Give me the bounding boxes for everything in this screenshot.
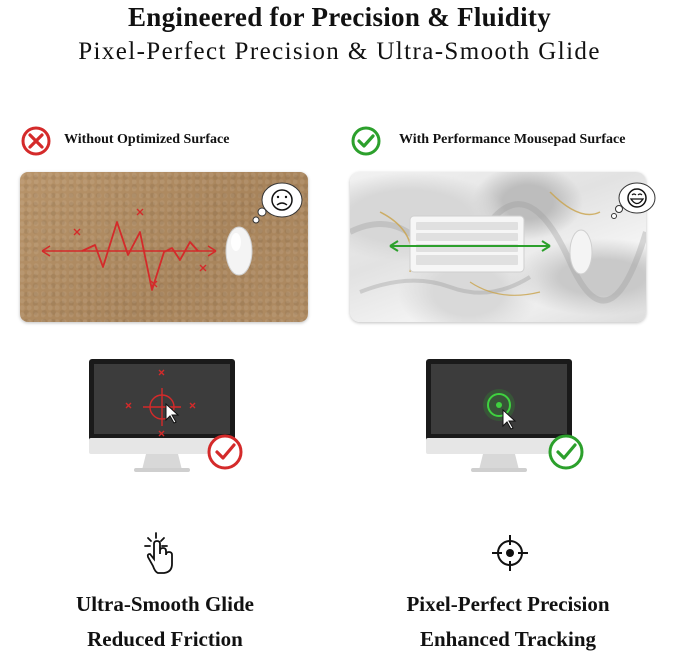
feature-precision-title: Pixel-Perfect Precision xyxy=(406,592,610,616)
cork-surface-pad xyxy=(20,172,308,322)
finger-tap-icon xyxy=(140,530,180,576)
monitor-precise-cursor xyxy=(425,358,585,478)
red-x-circle-icon xyxy=(20,125,52,157)
red-check-badge-icon xyxy=(206,433,244,471)
page-title: Engineered for Precision & Fluidity xyxy=(128,2,551,32)
without-surface-label: Without Optimized Surface xyxy=(64,132,230,147)
marble-surface-pad xyxy=(350,172,646,322)
green-check-badge-icon xyxy=(547,433,585,471)
feature-precision-subtitle: Enhanced Tracking xyxy=(419,627,597,651)
monitor-shaky-cursor xyxy=(88,358,248,478)
page-subtitle: Pixel-Perfect Precision & Ultra-Smooth G… xyxy=(78,38,601,65)
happy-face-icon xyxy=(610,180,658,222)
with-surface-label: With Performance Mousepad Surface xyxy=(399,132,626,147)
green-check-circle-icon xyxy=(350,125,382,157)
sad-face-icon xyxy=(248,180,306,228)
feature-glide-subtitle: Reduced Friction xyxy=(87,627,243,651)
crosshair-icon xyxy=(490,533,530,573)
feature-glide-title: Ultra-Smooth Glide xyxy=(76,592,254,616)
